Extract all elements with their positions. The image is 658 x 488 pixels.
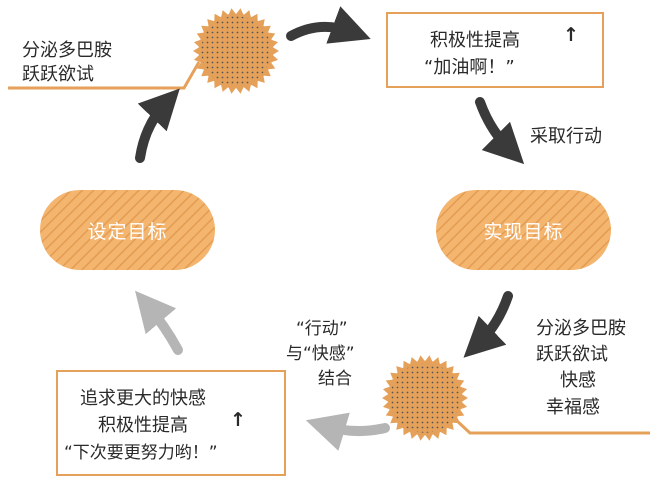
motivation-text-bottom-line1: 追求更大的快感 (80, 388, 206, 409)
motivation-box-bottom (56, 370, 286, 476)
motivation-text-top-line2: “加油啊！” (424, 57, 515, 78)
dopamine-text-bottom-line4: 幸福感 (546, 397, 600, 418)
motivation-text-bottom-line2: 积极性提高 (98, 415, 188, 436)
achieve-goal-label: 实现目标 (483, 221, 564, 243)
curved-arrow-icon-gray-left (305, 412, 390, 451)
combine-text-line2: 与“快感” (286, 344, 355, 364)
neuron-axon-line-top (8, 61, 201, 90)
up-arrow-icon-top: ↑ (563, 24, 579, 46)
dopamine-text-top-line2: 跃跃欲试 (22, 64, 94, 85)
combine-text-line3: 结合 (318, 369, 352, 389)
dopamine-text-bottom-line3: 快感 (560, 370, 596, 391)
up-arrow-icon-bottom: ↑ (230, 409, 246, 431)
motivation-text-top-line1: 积极性提高 (430, 30, 520, 51)
combine-text-line1: “行动” (296, 319, 348, 339)
pill-achieve-goal (436, 190, 611, 270)
dopamine-text-bottom-line2: 跃跃欲试 (536, 344, 608, 365)
curved-arrow-icon-right-down (475, 97, 525, 165)
neuron-axon-line-bottom (454, 418, 650, 435)
curved-arrow-icon-gray-up (135, 290, 183, 355)
dopamine-text-bottom-line1: 分泌多巴胺 (536, 318, 626, 339)
spiky-neuron-icon-top (193, 8, 279, 94)
spiky-neuron-icon-bottom (382, 355, 468, 441)
curved-arrow-icon-left-up (135, 88, 180, 163)
take-action-label: 采取行动 (530, 126, 602, 147)
set-goal-label: 设定目标 (87, 221, 168, 243)
motivation-text-bottom-line3: “下次要更努力哟！” (64, 443, 218, 463)
motivation-box-top (386, 12, 604, 88)
dopamine-text-top-line1: 分泌多巴胺 (22, 40, 112, 61)
curved-arrow-icon-top (286, 6, 371, 44)
curved-arrow-icon-right-lower (463, 291, 513, 358)
pill-set-goal (40, 190, 215, 270)
